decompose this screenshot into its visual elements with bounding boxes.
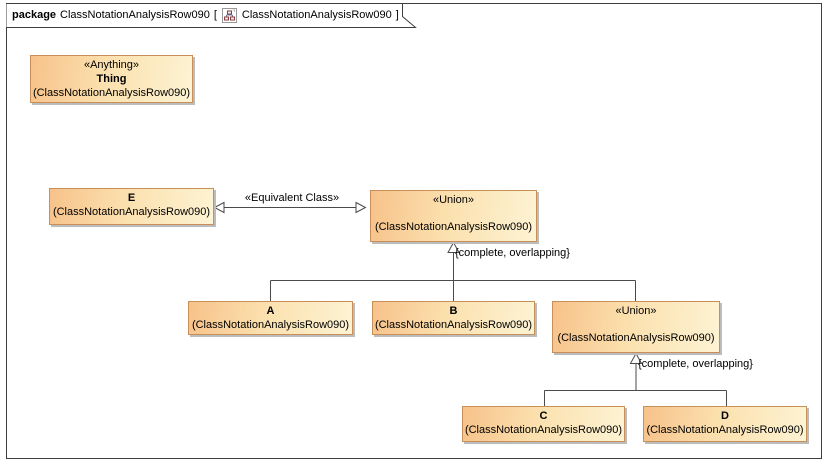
class-box-union2[interactable]: «Union» (ClassNotationAnalysisRow090)	[552, 301, 720, 353]
class-qualifier: (ClassNotationAnalysisRow090)	[464, 424, 623, 436]
stereotype-label: «Anything»	[83, 59, 140, 71]
class-name: A	[266, 305, 275, 317]
class-name: D	[721, 410, 729, 422]
generalization2-constraint-label[interactable]: {complete, overlapping}	[638, 358, 753, 370]
generalization-tree-1[interactable]	[270, 241, 636, 302]
class-qualifier: (ClassNotationAnalysisRow090)	[374, 319, 533, 331]
class-qualifier: (ClassNotationAnalysisRow090)	[32, 87, 191, 99]
frame-package-name: ClassNotationAnalysisRow090	[60, 9, 210, 21]
open-arrowhead-left-icon	[213, 201, 225, 214]
class-box-thing[interactable]: «Anything» Thing (ClassNotationAnalysisR…	[30, 55, 193, 103]
open-arrowhead-right-icon	[355, 201, 367, 214]
frame-close-bracket: ]	[395, 9, 399, 21]
stereotype-label: «Union»	[433, 194, 474, 206]
frame-header-tab	[6, 3, 417, 28]
class-name: C	[539, 410, 548, 422]
class-qualifier: (ClassNotationAnalysisRow090)	[646, 424, 804, 436]
class-qualifier: (ClassNotationAnalysisRow090)	[557, 332, 715, 344]
frame-header: package ClassNotationAnalysisRow090 [ Cl…	[12, 7, 399, 23]
package-diagram-icon	[221, 7, 237, 23]
class-box-union1[interactable]: «Union» (ClassNotationAnalysisRow090)	[370, 190, 537, 242]
generalization-tree-2[interactable]	[544, 352, 727, 407]
frame-keyword: package	[12, 9, 57, 21]
frame-open-bracket: [	[213, 9, 217, 21]
class-box-c[interactable]: C (ClassNotationAnalysisRow090)	[462, 406, 625, 442]
class-box-b[interactable]: B (ClassNotationAnalysisRow090)	[372, 301, 535, 335]
class-name: Thing	[96, 73, 127, 85]
class-box-e[interactable]: E (ClassNotationAnalysisRow090)	[49, 188, 214, 225]
frame-diagram-name: ClassNotationAnalysisRow090	[241, 9, 392, 21]
generalization1-constraint-label[interactable]: {complete, overlapping}	[455, 247, 570, 259]
class-box-a[interactable]: A (ClassNotationAnalysisRow090)	[188, 301, 353, 335]
equivalent-class-connector[interactable]	[213, 201, 367, 214]
diagram-frame-border	[6, 3, 822, 459]
class-name: E	[127, 192, 136, 204]
class-qualifier: (ClassNotationAnalysisRow090)	[191, 319, 350, 331]
class-qualifier: (ClassNotationAnalysisRow090)	[52, 206, 211, 218]
stereotype-label: «Union»	[615, 305, 657, 317]
class-box-d[interactable]: D (ClassNotationAnalysisRow090)	[643, 406, 807, 442]
equivalent-class-label[interactable]: «Equivalent Class»	[244, 192, 340, 204]
class-name: B	[449, 305, 458, 317]
class-qualifier: (ClassNotationAnalysisRow090)	[374, 221, 533, 233]
